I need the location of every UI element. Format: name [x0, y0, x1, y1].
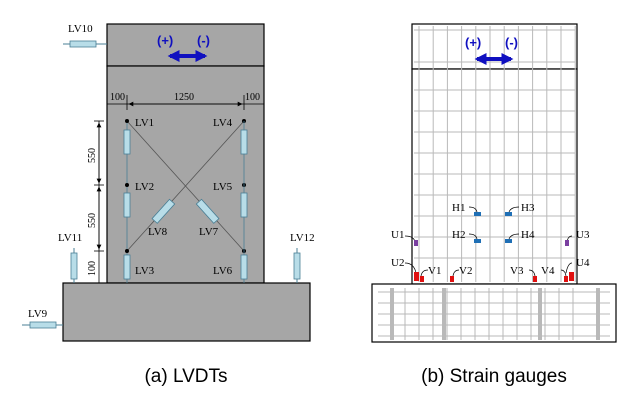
- dim-left-offset: 100: [110, 92, 125, 103]
- panel-b-strain-gauge-layout: (+) (-): [371, 23, 617, 387]
- lvdt-lv12: [293, 248, 301, 283]
- label-lv8: LV8: [148, 226, 168, 238]
- label-lv2: LV2: [135, 181, 154, 193]
- label-lv3: LV3: [135, 265, 155, 277]
- top-dimension: 100 1250 100: [106, 92, 265, 110]
- panel-a-lvdt-layout: (+) (-) 100 1250 100 550 550 100: [22, 23, 315, 387]
- label-v4: V4: [541, 265, 555, 277]
- lvdt-lv8: [151, 198, 176, 224]
- diagonal-line-2: [126, 120, 245, 252]
- label-u2: U2: [391, 257, 404, 269]
- dim-upper: 550: [87, 148, 98, 163]
- label-h1: H1: [452, 202, 465, 214]
- lvdt-lv11: [70, 248, 78, 283]
- dim-bottom: 100: [87, 261, 98, 276]
- label-lv12: LV12: [290, 232, 315, 244]
- dim-width: 1250: [174, 92, 194, 103]
- label-u4: U4: [576, 257, 590, 269]
- horizontal-gauges: [474, 212, 512, 243]
- label-v3: V3: [510, 265, 524, 277]
- label-lv10: LV10: [68, 23, 93, 35]
- label-v2: V2: [459, 265, 472, 277]
- reinforcement-grid: [378, 26, 610, 340]
- direction-minus-label: (-): [197, 33, 210, 48]
- label-h2: H2: [452, 229, 465, 241]
- lvdt-lv10: [63, 40, 107, 48]
- direction-minus-label-b: (-): [505, 35, 518, 50]
- label-lv4: LV4: [213, 117, 233, 129]
- lvdt-column-left: [123, 121, 131, 283]
- label-h3: H3: [521, 202, 535, 214]
- label-lv11: LV11: [58, 232, 82, 244]
- label-lv5: LV5: [213, 181, 233, 193]
- dim-middle: 550: [87, 213, 98, 228]
- loading-beam: [106, 23, 265, 67]
- label-lv7: LV7: [199, 226, 219, 238]
- direction-plus-label: (+): [157, 33, 173, 48]
- caption-b: (b) Strain gauges: [421, 366, 567, 387]
- label-lv9: LV9: [28, 308, 48, 320]
- lvdt-column-right: [240, 121, 248, 283]
- label-u3: U3: [576, 229, 590, 241]
- left-dimension: 550 550 100: [87, 120, 104, 284]
- leader-lines: [404, 206, 573, 277]
- base-gauges: [414, 272, 574, 282]
- direction-plus-label-b: (+): [465, 35, 481, 50]
- label-lv6: LV6: [213, 265, 233, 277]
- dim-right-offset: 100: [245, 92, 260, 103]
- wall-panel-b: [411, 68, 578, 285]
- foundation-block-b: [371, 283, 617, 343]
- upright-gauges: [414, 240, 569, 246]
- caption-a: (a) LVDTs: [144, 366, 227, 387]
- lvdt-lv9: [22, 321, 63, 329]
- label-h4: H4: [521, 229, 535, 241]
- foundation-block: [62, 282, 311, 342]
- label-lv1: LV1: [135, 117, 154, 129]
- label-u1: U1: [391, 229, 404, 241]
- lvdt-lv7: [195, 198, 220, 224]
- label-v1: V1: [428, 265, 441, 277]
